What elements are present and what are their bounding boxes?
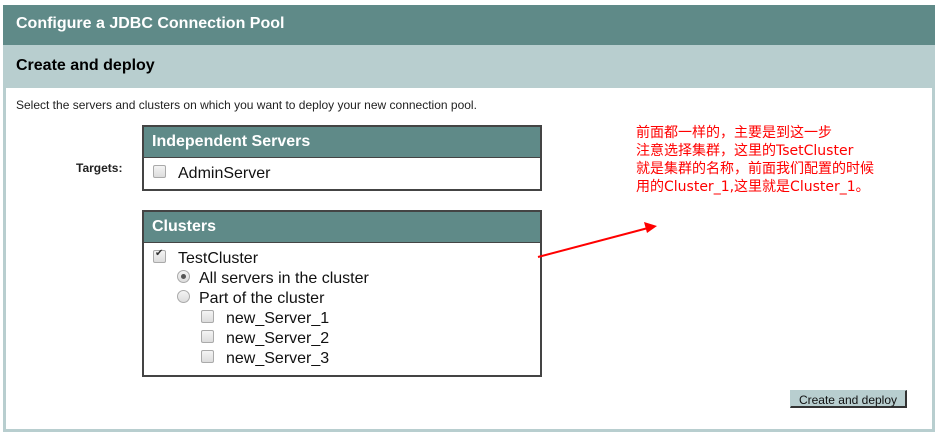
server-item-new-server-2[interactable]: new_Server_2 — [201, 330, 329, 348]
section-title: Create and deploy — [16, 57, 155, 74]
cluster-item-testcluster[interactable]: TestCluster — [153, 248, 259, 268]
new-server-1-label: new_Server_1 — [226, 310, 330, 327]
annotation-line: 用的Cluster_1,这里就是Cluster_1。 — [636, 179, 870, 195]
testcluster-checkbox[interactable] — [153, 248, 166, 264]
section-header: Create and deploy — [3, 45, 935, 88]
page-title: Configure a JDBC Connection Pool — [16, 15, 285, 32]
independent-servers-box: Independent Servers — [142, 125, 542, 191]
title-bar: Configure a JDBC Connection Pool — [3, 5, 935, 45]
adminserver-checkbox[interactable] — [153, 165, 166, 179]
annotation-note: 前面都一样的，主要是到这一步 注意选择集群，这里的TsetCluster 就是集… — [636, 124, 874, 196]
annotation-line: 注意选择集群，这里的TsetCluster — [636, 143, 854, 159]
server-item-new-server-3[interactable]: new_Server_3 — [201, 350, 329, 368]
targets-label: Targets: — [76, 161, 123, 175]
all-servers-label: All servers in the cluster — [199, 270, 369, 287]
option-all-servers[interactable]: All servers in the cluster — [177, 270, 369, 288]
server-item-adminserver[interactable]: AdminServer — [153, 165, 270, 183]
testcluster-label: TestCluster — [178, 250, 259, 267]
new-server-2-checkbox[interactable] — [201, 330, 214, 344]
adminserver-label: AdminServer — [178, 165, 271, 182]
option-part-of-cluster[interactable]: Part of the cluster — [177, 290, 324, 308]
description-text: Select the servers and clusters on which… — [16, 98, 477, 112]
create-and-deploy-button[interactable]: Create and deploy — [790, 390, 907, 408]
clusters-box: Clusters — [142, 210, 542, 377]
annotation-line: 前面都一样的，主要是到这一步 — [636, 125, 832, 141]
all-servers-radio[interactable] — [177, 270, 190, 284]
new-server-1-checkbox[interactable] — [201, 310, 214, 324]
new-server-2-label: new_Server_2 — [226, 330, 330, 347]
clusters-header: Clusters — [144, 212, 540, 243]
part-of-cluster-label: Part of the cluster — [199, 290, 325, 307]
part-of-cluster-radio[interactable] — [177, 290, 190, 304]
server-item-new-server-1[interactable]: new_Server_1 — [201, 310, 329, 328]
independent-servers-header: Independent Servers — [144, 127, 540, 158]
new-server-3-checkbox[interactable] — [201, 350, 214, 364]
new-server-3-label: new_Server_3 — [226, 350, 330, 367]
annotation-line: 就是集群的名称，前面我们配置的时候 — [636, 161, 874, 177]
